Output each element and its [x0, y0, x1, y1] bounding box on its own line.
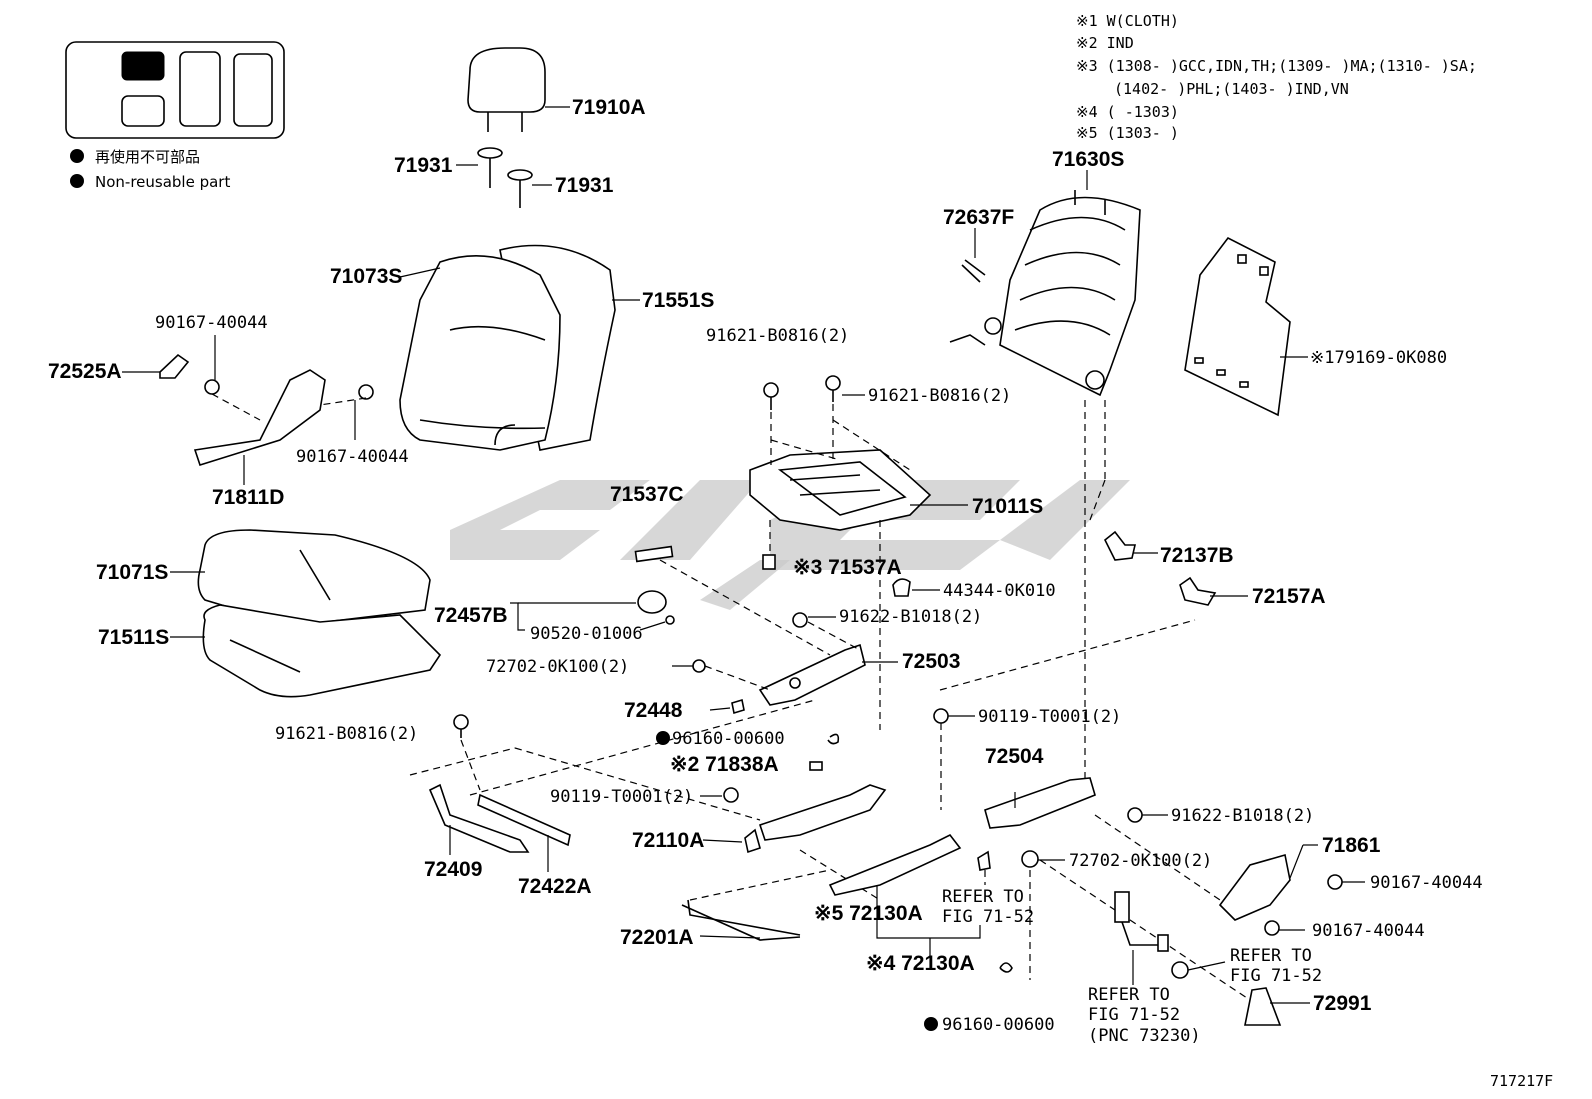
seatback-cover-parts: [399, 244, 640, 451]
label-72991: 72991: [1313, 992, 1372, 1015]
refer-fig-right-line1: REFER TO: [1230, 946, 1312, 966]
lower-link-parts: [409, 699, 831, 941]
legend-box: 再使用不可部品 Non-reusable part: [65, 41, 285, 191]
label-44344: 44344-0K010: [943, 581, 1056, 601]
label-72422A: 72422A: [518, 875, 592, 898]
notes: ※1 W(CLOTH) ※2 IND ※3 (1308- )GCC,IDN,TH…: [1076, 12, 1477, 142]
right-side-cover-part: [1094, 814, 1365, 936]
label-71861: 71861: [1322, 834, 1381, 857]
label-96160-bottom: 96160-00600: [942, 1015, 1055, 1035]
seat-adjuster-center-rail: [828, 833, 991, 958]
refer-fig-center-line2: FIG 71-52: [942, 907, 1034, 927]
label-72110A: 72110A: [632, 829, 704, 852]
knob-part: [510, 590, 675, 631]
label-179169: ※179169-0K080: [1310, 348, 1447, 368]
label-71511S: 71511S: [98, 626, 169, 649]
label-71838A: ※2 71838A: [670, 753, 779, 776]
label-72702-right: 72702-0K100(2): [1069, 851, 1212, 871]
cushion-frame-part: [749, 375, 968, 531]
label-72448: 72448: [624, 699, 683, 722]
pad-parts: [634, 520, 940, 597]
note-5: ※5 (1303- ): [1076, 124, 1179, 142]
seat-cushion-parts: [170, 529, 442, 698]
label-72201A: 72201A: [620, 926, 694, 949]
label-72130A-5: ※5 72130A: [814, 902, 923, 925]
note-3b: (1402- )PHL;(1403- )IND,VN: [1114, 80, 1349, 98]
non-reusable-bullet-icon: [70, 149, 84, 163]
refer-fig-center-line1: REFER TO: [942, 887, 1024, 907]
label-91621-left: 91621-B0816(2): [275, 724, 418, 744]
seat-adjuster-right-part: [933, 400, 1251, 1001]
legend-text-jp: 再使用不可部品: [95, 148, 200, 166]
headrest-support-parts: [456, 147, 552, 208]
clip-parts: [1103, 530, 1248, 606]
label-72457B: 72457B: [434, 604, 508, 627]
label-71630S: 71630S: [1052, 148, 1124, 171]
label-72503: 72503: [902, 650, 960, 673]
non-reusable-bullet-icon: [70, 174, 84, 188]
label-91621-upper-left: 91621-B0816(2): [706, 326, 849, 346]
label-72525A: 72525A: [48, 360, 122, 383]
label-90167-mid: 90167-40044: [296, 447, 409, 467]
label-71537C: 71537C: [610, 483, 684, 506]
label-96160-left: 96160-00600: [672, 729, 785, 749]
refer-fig-buckle-line1: REFER TO: [1088, 985, 1170, 1005]
non-reusable-marker-icon: [656, 731, 670, 745]
seat-adjuster-left-rail: [700, 761, 887, 901]
part-labels: 71910A 71931 71931 71073S 71551S 90167-4…: [48, 96, 1553, 1090]
label-90167-top: 90167-40044: [155, 313, 268, 333]
label-72157A: 72157A: [1252, 585, 1326, 608]
label-71537A: ※3 71537A: [793, 556, 902, 579]
back-pad-part: [1184, 236, 1308, 417]
label-72409: 72409: [424, 858, 482, 881]
label-90167-right-top: 90167-40044: [1370, 873, 1483, 893]
label-71551S: 71551S: [642, 289, 714, 312]
label-91621-upper-right: 91621-B0816(2): [868, 386, 1011, 406]
label-71011S: 71011S: [972, 495, 1043, 518]
refer-fig-buckle-line2: FIG 71-52: [1088, 1005, 1180, 1025]
label-71811D: 71811D: [212, 486, 284, 509]
label-72637F: 72637F: [943, 206, 1014, 229]
label-72702-left: 72702-0K100(2): [486, 657, 629, 677]
headrest-part: [467, 47, 570, 132]
label-71931-left: 71931: [394, 154, 453, 177]
label-90119-left: 90119-T0001(2): [550, 787, 693, 807]
note-4: ※4 ( -1303): [1076, 103, 1179, 121]
buckle-part: [999, 891, 1310, 1026]
note-2: ※2 IND: [1076, 34, 1134, 52]
label-90520: 90520-01006: [530, 624, 643, 644]
refer-fig-buckle-line3: (PNC 73230): [1088, 1026, 1201, 1046]
label-71910A: 71910A: [572, 96, 646, 119]
label-90119-right: 90119-T0001(2): [978, 707, 1121, 727]
note-1: ※1 W(CLOTH): [1076, 12, 1179, 30]
legend-text-en: Non-reusable part: [95, 173, 230, 191]
label-72137B: 72137B: [1160, 544, 1234, 567]
label-71931-right: 71931: [555, 174, 614, 197]
seat-adjuster-upper: [659, 520, 898, 745]
label-71071S: 71071S: [96, 561, 168, 584]
note-3a: ※3 (1308- )GCC,IDN,TH;(1309- )MA;(1310- …: [1076, 57, 1477, 75]
label-91622-upper: 91622-B1018(2): [839, 607, 982, 627]
label-71073S: 71073S: [330, 265, 402, 288]
figure-id: 717217F: [1490, 1072, 1553, 1090]
refer-fig-right-line2: FIG 71-52: [1230, 966, 1322, 986]
label-72130A-4: ※4 72130A: [866, 952, 975, 975]
label-72504: 72504: [985, 745, 1044, 768]
label-90167-right-bottom: 90167-40044: [1312, 921, 1425, 941]
seatback-frame-part: [949, 170, 1141, 397]
label-91622-lower: 91622-B1018(2): [1171, 806, 1314, 826]
side-cover-part: [122, 335, 374, 485]
non-reusable-marker-icon: [924, 1017, 938, 1031]
